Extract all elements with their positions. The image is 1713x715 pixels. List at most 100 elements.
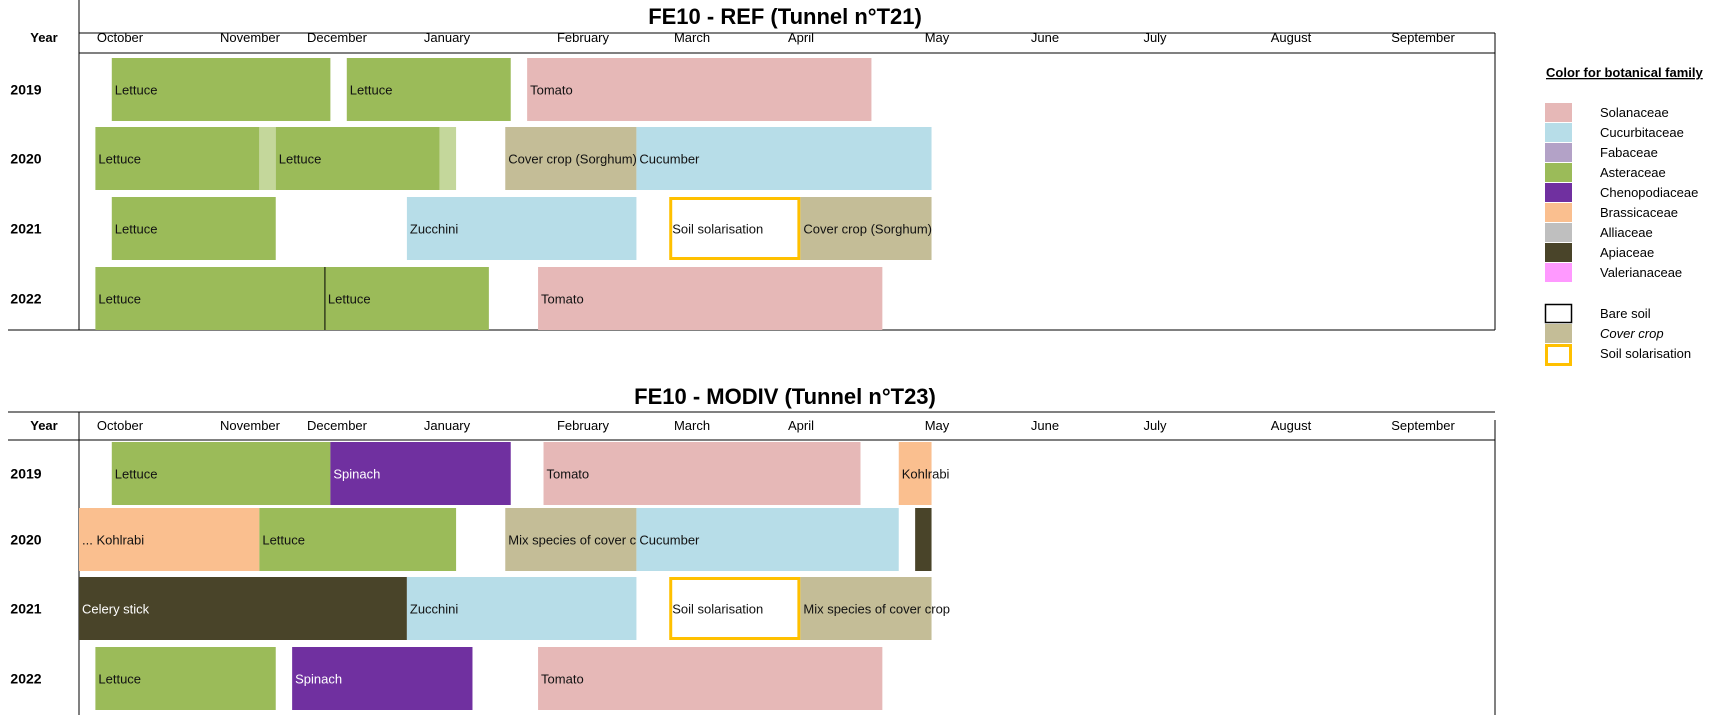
- crop-bar-2022-tomato: [538, 267, 883, 330]
- crop-label: Zucchini: [410, 602, 459, 617]
- legend-label-solanaceae: Solanaceae: [1600, 105, 1669, 120]
- month-label-february: February: [557, 30, 610, 45]
- crop-bar-2021-lettuce: [111, 197, 276, 260]
- crop-label: Mix species of cover crop: [508, 533, 655, 548]
- crop-bar-2020-cucumber: [636, 127, 932, 190]
- crop-bar-2022-lettuce: [95, 267, 325, 330]
- crop-bar-2021-soil-solarisation: [669, 197, 801, 260]
- crop-bar-2019-lettuce: [111, 58, 331, 121]
- crop-bar-2021-mix-species-of-cover-crop: [800, 577, 932, 640]
- year-label-2022: 2022: [10, 291, 41, 307]
- legend-label-chenopodiaceae: Chenopodiaceae: [1600, 185, 1698, 200]
- crop-label: Cover crop (Sorghum): [803, 222, 932, 237]
- crop-label: Tomato: [541, 292, 584, 307]
- year-label-2021: 2021: [10, 601, 41, 617]
- crop-bar-2019-lettuce: [346, 58, 511, 121]
- month-label-february: February: [557, 418, 610, 433]
- crop-label: Cover crop (Sorghum): [508, 152, 637, 167]
- legend-label-soil-solarisation: Soil solarisation: [1600, 346, 1691, 361]
- crop-label: Cucumber: [639, 533, 700, 548]
- year-label-2022: 2022: [10, 671, 41, 687]
- crop-bar-2020-cover-crop-sorghum: [505, 127, 637, 190]
- month-label-july: July: [1143, 418, 1167, 433]
- crop-label: Tomato: [530, 83, 573, 98]
- month-label-march: March: [674, 30, 710, 45]
- crop-label: Lettuce: [115, 83, 158, 98]
- month-label-september: September: [1391, 418, 1455, 433]
- legend-swatch-alliaceae: [1545, 223, 1572, 242]
- crop-label: Celery stick: [82, 602, 150, 617]
- legend-swatch-bare-soil: [1544, 303, 1573, 324]
- year-label-2019: 2019: [10, 466, 41, 482]
- crop-bar-2020-lettuce: [275, 127, 440, 190]
- crop-bar-2019-tomato: [543, 442, 861, 505]
- month-label-march: March: [674, 418, 710, 433]
- legend-swatch-brassicaceae: [1545, 203, 1572, 222]
- month-label-april: April: [788, 418, 814, 433]
- month-label-august: August: [1271, 30, 1312, 45]
- legend-swatch-chenopodiaceae: [1545, 183, 1572, 202]
- crop-label: Zucchini: [410, 222, 459, 237]
- legend-title: Color for botanical family: [1546, 65, 1704, 80]
- month-label-may: May: [925, 418, 950, 433]
- year-column-header: Year: [30, 418, 57, 433]
- crop-label: Lettuce: [262, 533, 305, 548]
- month-label-october: October: [97, 30, 144, 45]
- legend-swatch-fabaceae: [1545, 143, 1572, 162]
- crop-bar-2020-kohlrabi: [79, 508, 260, 571]
- month-label-june: June: [1031, 418, 1059, 433]
- crop-label: Soil solarisation: [672, 602, 763, 617]
- legend-swatch-solanaceae: [1545, 103, 1572, 122]
- panel-title: FE10 - MODIV (Tunnel n°T23): [634, 384, 936, 409]
- crop-bar-2020-mix-species-of-cover-crop: [505, 508, 637, 571]
- legend-label-bare-soil: Bare soil: [1600, 306, 1651, 321]
- month-label-november: November: [220, 30, 281, 45]
- legend-swatch-valerianaceae: [1545, 263, 1572, 282]
- crop-bar-2022-lettuce: [324, 267, 489, 330]
- crop-bar-2019-lettuce: [111, 442, 331, 505]
- crop-bar-2020-lettuce: [259, 508, 457, 571]
- month-label-june: June: [1031, 30, 1059, 45]
- year-label-2019: 2019: [10, 82, 41, 98]
- crop-bar-2021-zucchini: [406, 577, 637, 640]
- crop-bar-2021-cover-crop-sorghum: [800, 197, 932, 260]
- crop-label: Lettuce: [98, 152, 141, 167]
- crop-label: Lettuce: [350, 83, 393, 98]
- month-label-april: April: [788, 30, 814, 45]
- month-label-october: October: [97, 418, 144, 433]
- crop-bar-2019-kohlrabi: [898, 442, 932, 505]
- crop-bar-2020-cucumber: [636, 508, 899, 571]
- crop-label: Kohlrabi: [902, 467, 950, 482]
- legend-swatch-soil-solarisation: [1545, 344, 1572, 366]
- year-label-2021: 2021: [10, 221, 41, 237]
- month-label-january: January: [424, 30, 471, 45]
- crop-bar-2020-fallow: [439, 127, 457, 190]
- crop-label: Lettuce: [115, 222, 158, 237]
- crop-label: Lettuce: [328, 292, 371, 307]
- crop-bar-2019-tomato: [527, 58, 872, 121]
- crop-label: Soil solarisation: [672, 222, 763, 237]
- month-label-january: January: [424, 418, 471, 433]
- crop-bar-2021-soil-solarisation: [669, 577, 801, 640]
- legend-label-cucurbitaceae: Cucurbitaceae: [1600, 125, 1684, 140]
- legend-swatch-asteraceae: [1545, 163, 1572, 182]
- crop-bar-2022-tomato: [538, 647, 883, 710]
- legend-label-brassicaceae: Brassicaceae: [1600, 205, 1678, 220]
- year-label-2020: 2020: [10, 532, 41, 548]
- legend-label-alliaceae: Alliaceae: [1600, 225, 1653, 240]
- legend-swatch-cover-crop: [1545, 324, 1572, 343]
- month-label-may: May: [925, 30, 950, 45]
- month-label-august: August: [1271, 418, 1312, 433]
- crop-label: ... Kohlrabi: [82, 533, 144, 548]
- month-label-september: September: [1391, 30, 1455, 45]
- crop-label: Lettuce: [98, 672, 141, 687]
- crop-label: Lettuce: [115, 467, 158, 482]
- crop-label: Spinach: [333, 467, 380, 482]
- crop-bar-2021-celery-stick: [79, 577, 407, 640]
- crop-bar-2022-spinach: [292, 647, 473, 710]
- legend-label-valerianaceae: Valerianaceae: [1600, 265, 1682, 280]
